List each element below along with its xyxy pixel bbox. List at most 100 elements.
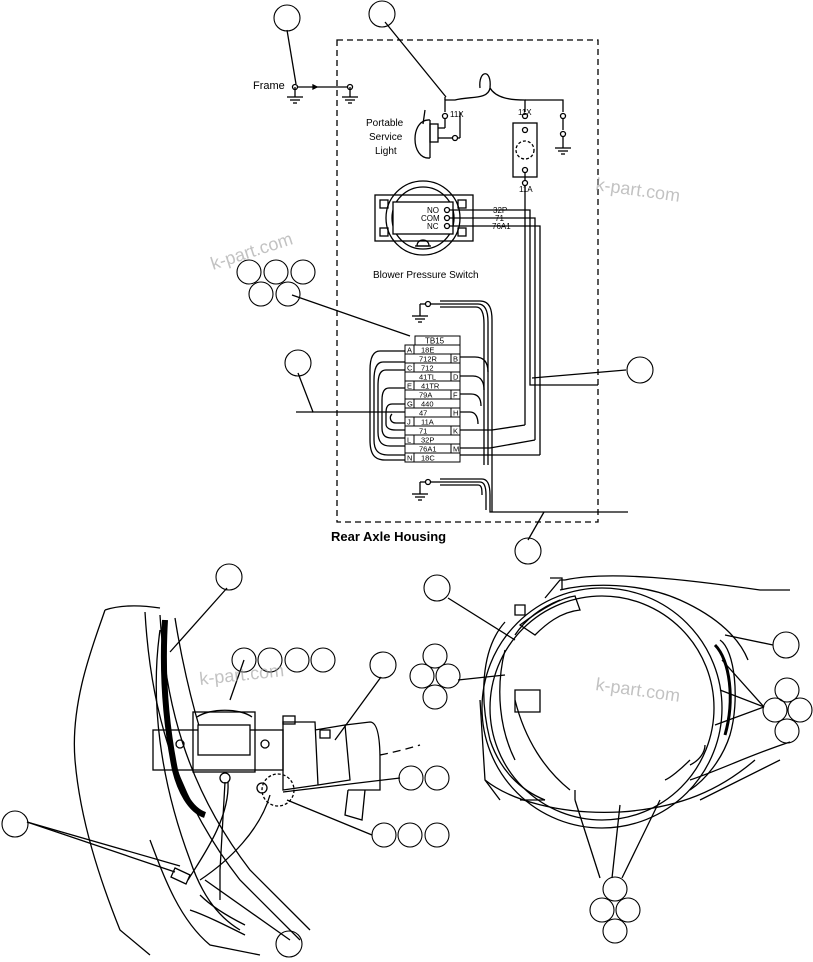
tb-header: TB15 (425, 337, 445, 346)
tb-bottom-ground (412, 478, 628, 513)
tb-wire-label: 41TL (419, 373, 436, 382)
callout-balloon (397, 822, 423, 848)
tb-wire-label: 41TR (421, 382, 440, 391)
callout-balloon (290, 259, 316, 285)
callout-balloon (422, 643, 448, 669)
tb-letter: N (407, 454, 412, 463)
callout-balloon (409, 663, 435, 689)
callout-balloon (424, 822, 450, 848)
tb-letter: K (453, 427, 458, 436)
tb-letter: F (453, 391, 458, 400)
frame-ground (287, 83, 358, 104)
callout-balloon (257, 647, 283, 673)
callout-balloon (602, 876, 628, 902)
callout-balloon (626, 356, 654, 384)
callout-balloon (248, 281, 274, 307)
callout-balloon (368, 0, 396, 28)
callout-balloon (424, 765, 450, 791)
callout-balloon (514, 537, 542, 565)
leader-lines-right (447, 597, 774, 879)
tb-wire-label: 18C (421, 454, 435, 463)
right-axle-view (479, 575, 791, 829)
callout-balloon (589, 897, 615, 923)
callout-balloon (310, 647, 336, 673)
leader-lines-left (26, 587, 401, 941)
callout-balloon (615, 897, 641, 923)
callout-balloon (263, 259, 289, 285)
balloons-upper (236, 0, 654, 565)
tb-wire-label: 71 (419, 427, 427, 436)
tb-letter: J (407, 418, 411, 427)
callout-balloon (423, 574, 451, 602)
callout-balloon (273, 4, 301, 32)
callout-balloon (772, 631, 800, 659)
tb-letter: C (407, 364, 413, 373)
housing-title: Rear Axle Housing (331, 529, 446, 544)
tb-wire-label: 32P (421, 436, 434, 445)
tb-top-ground (412, 300, 493, 465)
switch-label: Blower Pressure Switch (373, 270, 479, 281)
balloons-left (1, 563, 450, 958)
tb-letter: G (407, 400, 413, 409)
tb-letter: M (453, 445, 459, 454)
callout-balloon (787, 697, 813, 723)
tb-wire-label: 18E (421, 346, 434, 355)
tb-wire-label: 11A (421, 418, 434, 427)
left-housing-view (73, 605, 421, 956)
callout-balloon (284, 647, 310, 673)
callout-balloon (275, 930, 303, 958)
watermark: k-part.com (594, 174, 681, 206)
tb-letter: E (407, 382, 412, 391)
callout-balloon (774, 718, 800, 744)
light-label-line1: Portable (366, 118, 404, 129)
tb-wire-label: 712R (419, 355, 438, 364)
callout-balloon (398, 765, 424, 791)
callout-balloon (762, 697, 788, 723)
watermark: k-part.com (594, 674, 681, 706)
switch-term-com: COM (421, 214, 440, 223)
callout-balloon (602, 918, 628, 944)
callout-balloon (215, 563, 243, 591)
callout-balloon (371, 822, 397, 848)
connector-label-11x-right: 11X (518, 108, 532, 117)
callout-balloon (435, 663, 461, 689)
callout-balloon (284, 349, 312, 377)
light-label-line2: Service (369, 132, 403, 143)
switch-wire-71: 71 (495, 214, 504, 223)
harness-right-loops (460, 356, 540, 456)
tb-wire-label: 712 (421, 364, 434, 373)
tb-wire-label: 76A1 (419, 445, 437, 454)
callout-balloon (231, 647, 257, 673)
tb-wire-label: 440 (421, 400, 434, 409)
tb-letter: D (453, 373, 459, 382)
tb-letter: B (453, 355, 458, 364)
tb-letter: L (407, 436, 411, 445)
inline-connector (512, 112, 538, 187)
callout-balloon (1, 810, 29, 838)
switch-term-no: NO (427, 206, 439, 215)
watermark: k-part.com (208, 229, 295, 274)
tb-wire-label: 79A (419, 391, 432, 400)
leader-lines-upper (286, 21, 627, 541)
connector-label-11x-left: 11X (450, 110, 464, 119)
tb-letter: A (407, 346, 412, 355)
light-label-line3: Light (375, 146, 397, 157)
callout-balloon (774, 677, 800, 703)
switch-wire-76a1: 76A1 (492, 222, 511, 231)
rear-axle-housing-boundary (336, 39, 599, 523)
callout-balloon (422, 684, 448, 710)
balloons-right (409, 574, 813, 944)
callout-balloon (236, 259, 262, 285)
callout-balloon (275, 281, 301, 307)
watermark: k-part.com (198, 660, 285, 689)
harness-left-loops (369, 350, 405, 461)
fuse-loop (444, 73, 491, 112)
frame-label: Frame (253, 80, 285, 92)
connector-label-11a: 11A (519, 185, 533, 194)
tb-wire-label: 47 (419, 409, 427, 418)
switch-wire-32p: 32P (493, 206, 507, 215)
switch-term-nc: NC (427, 222, 439, 231)
tb-letter: H (453, 409, 458, 418)
